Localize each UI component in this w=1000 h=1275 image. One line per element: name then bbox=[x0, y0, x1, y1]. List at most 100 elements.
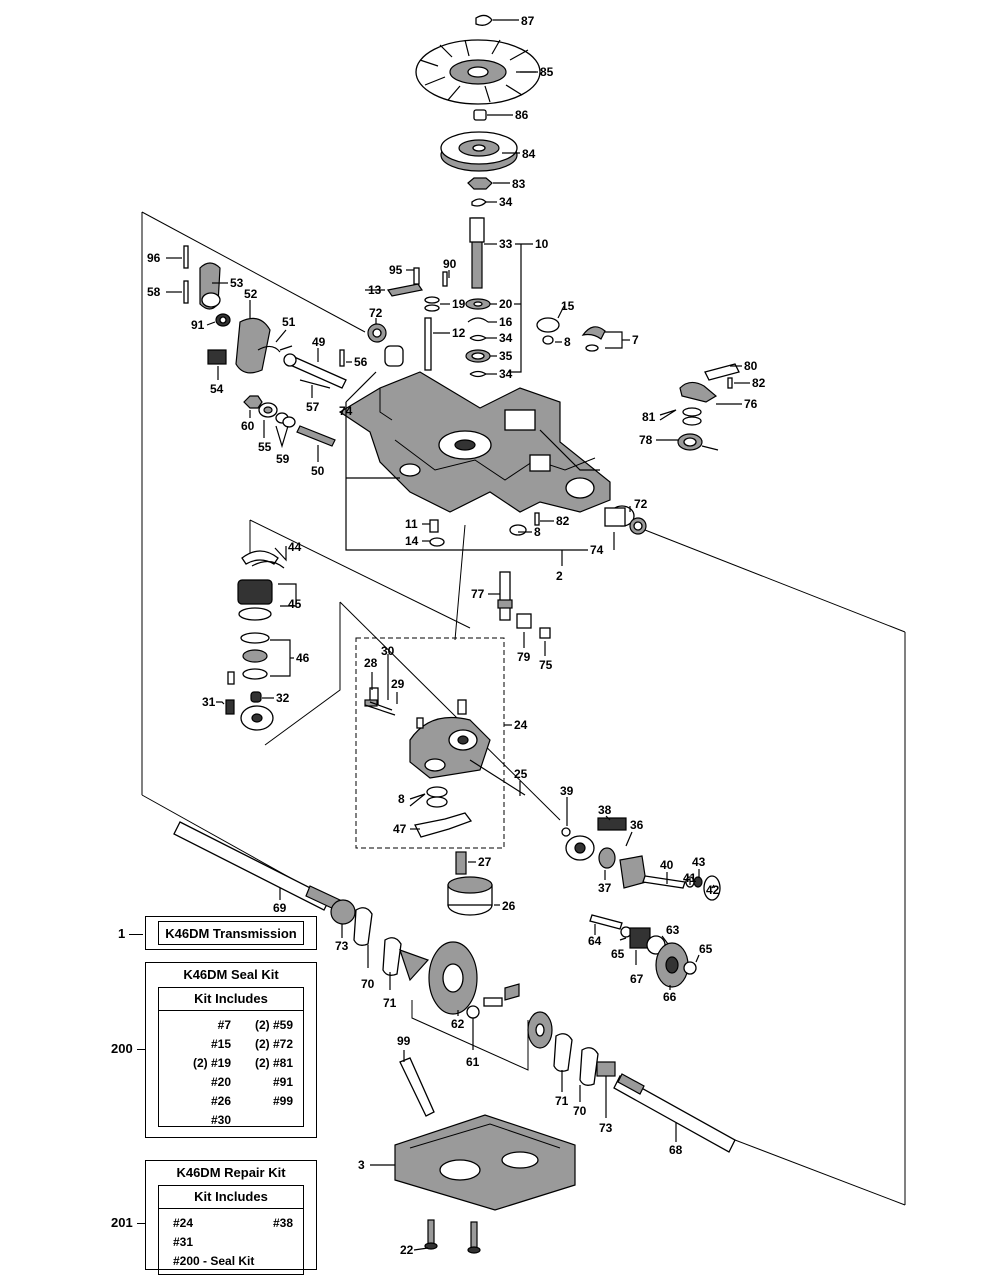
callout: 22 bbox=[400, 1243, 414, 1257]
callout: 56 bbox=[354, 355, 368, 369]
callout: 34 bbox=[499, 367, 513, 381]
seal-kit-subheader: Kit Includes bbox=[194, 991, 268, 1006]
lower-housing bbox=[394, 1057, 576, 1254]
reduction-gears bbox=[589, 914, 697, 988]
callout: 68 bbox=[669, 1143, 683, 1157]
callout: 7 bbox=[632, 333, 639, 347]
callout: 63 bbox=[666, 923, 680, 937]
callout: 70 bbox=[361, 977, 375, 991]
callout: 39 bbox=[560, 784, 574, 798]
callout: 75 bbox=[539, 658, 553, 672]
callout: 3 bbox=[358, 1158, 365, 1172]
transmission-title: K46DM Transmission bbox=[165, 926, 297, 941]
cooling-fan bbox=[415, 39, 541, 105]
callout: 99 bbox=[397, 1034, 411, 1048]
callout: 67 bbox=[630, 972, 644, 986]
list-item: #24 bbox=[173, 1216, 194, 1230]
callout: 82 bbox=[752, 376, 766, 390]
callout: 51 bbox=[282, 315, 296, 329]
leader-lines bbox=[166, 19, 750, 1251]
callout: 16 bbox=[499, 315, 513, 329]
fan-pulley-assembly bbox=[415, 14, 541, 289]
callout-labels: 87 85 86 84 83 34 33 10 95 90 13 19 20 1… bbox=[147, 14, 766, 1257]
repair-kit-right-list: #38 bbox=[239, 1214, 293, 1233]
callout: 95 bbox=[389, 263, 403, 277]
callout: 41 bbox=[683, 871, 697, 885]
seal-kit-right-list: (2) #59 (2) #72 (2) #81 #91 #99 bbox=[239, 1016, 293, 1111]
callout: 55 bbox=[258, 440, 272, 454]
callout: 45 bbox=[288, 597, 302, 611]
kit-ref-repair-kit: 201 bbox=[111, 1215, 151, 1230]
callout: 8 bbox=[398, 792, 405, 806]
callout: 40 bbox=[660, 858, 674, 872]
callout: 82 bbox=[556, 514, 570, 528]
callout: 72 bbox=[369, 306, 383, 320]
callout: 69 bbox=[273, 901, 287, 915]
callout: 26 bbox=[502, 899, 516, 913]
callout: 33 bbox=[499, 237, 513, 251]
callout: 2 bbox=[556, 569, 563, 583]
list-item: #26 bbox=[210, 1094, 231, 1108]
callout: 30 bbox=[381, 644, 395, 658]
list-item: #31 bbox=[173, 1235, 194, 1249]
callout: 84 bbox=[522, 147, 536, 161]
seal-kit-box: K46DM Seal Kit Kit Includes #7 #15 (2) #… bbox=[145, 962, 317, 1138]
pump-shaft-parts bbox=[497, 571, 551, 639]
callout: 83 bbox=[512, 177, 526, 191]
callout: 76 bbox=[744, 397, 758, 411]
list-item: #15 bbox=[210, 1037, 231, 1051]
callout: 71 bbox=[555, 1094, 569, 1108]
callout: 35 bbox=[499, 349, 513, 363]
callout: 72 bbox=[634, 497, 648, 511]
repair-kit-box: K46DM Repair Kit Kit Includes #24 #31 #2… bbox=[145, 1160, 317, 1275]
callout: 66 bbox=[663, 990, 677, 1004]
callout: 70 bbox=[573, 1104, 587, 1118]
callout: 74 bbox=[339, 404, 353, 418]
callout: 12 bbox=[452, 326, 466, 340]
callout: 73 bbox=[335, 939, 349, 953]
callout: 80 bbox=[744, 359, 758, 373]
callout: 49 bbox=[312, 335, 326, 349]
callout: 15 bbox=[561, 299, 575, 313]
motor-parts bbox=[561, 817, 721, 901]
callout: 79 bbox=[517, 650, 531, 664]
callout: 77 bbox=[471, 587, 485, 601]
caps-and-plugs bbox=[536, 317, 606, 352]
callout: 19 bbox=[452, 297, 466, 311]
list-item: #99 bbox=[272, 1094, 293, 1108]
callout: 65 bbox=[699, 942, 713, 956]
callout: 57 bbox=[306, 400, 320, 414]
center-section bbox=[364, 687, 526, 838]
callout: 91 bbox=[191, 318, 205, 332]
callout: 86 bbox=[515, 108, 529, 122]
callout: 60 bbox=[241, 419, 255, 433]
axles-and-differential bbox=[173, 821, 736, 1153]
callout: 14 bbox=[405, 534, 419, 548]
callout: 8 bbox=[534, 525, 541, 539]
list-item: (2) #72 bbox=[254, 1037, 293, 1051]
callout: 20 bbox=[499, 297, 513, 311]
callout: 71 bbox=[383, 996, 397, 1010]
list-item: #7 bbox=[217, 1018, 231, 1032]
center-section-box bbox=[355, 637, 505, 849]
callout: 96 bbox=[147, 251, 161, 265]
list-item: #91 bbox=[272, 1075, 293, 1089]
callout: 28 bbox=[364, 656, 378, 670]
callout: 53 bbox=[230, 276, 244, 290]
callout: 42 bbox=[706, 883, 720, 897]
callout: 65 bbox=[611, 947, 625, 961]
callout: 61 bbox=[466, 1055, 480, 1069]
list-item: #20 bbox=[210, 1075, 231, 1089]
callout: 31 bbox=[202, 695, 216, 709]
list-item: (2) #59 bbox=[254, 1018, 293, 1032]
seal-kit-title: K46DM Seal Kit bbox=[183, 967, 279, 982]
list-item: (2) #81 bbox=[254, 1056, 293, 1070]
callout: 34 bbox=[499, 195, 513, 209]
callout: 64 bbox=[588, 934, 602, 948]
callout: 13 bbox=[368, 283, 382, 297]
transmission-box: K46DM Transmission bbox=[145, 916, 317, 950]
callout: 58 bbox=[147, 285, 161, 299]
callout: 50 bbox=[311, 464, 325, 478]
callout: 44 bbox=[288, 540, 302, 554]
